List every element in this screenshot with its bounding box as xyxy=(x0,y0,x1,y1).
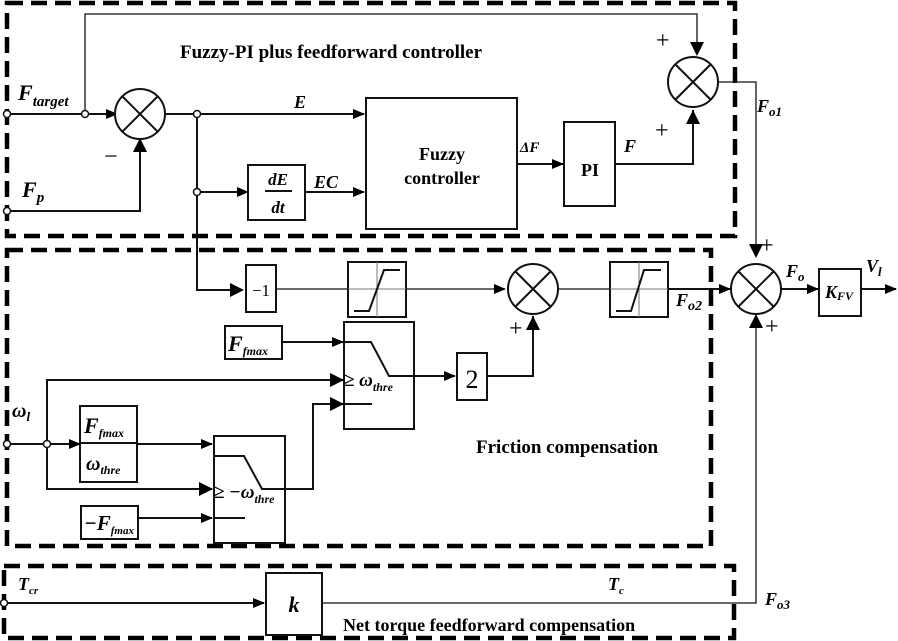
wire xyxy=(285,403,343,490)
sign-plus: + xyxy=(765,314,779,340)
arrowhead xyxy=(133,138,147,152)
summing-junction-fo1 xyxy=(667,56,719,108)
label-e: E xyxy=(293,92,306,112)
kfv-label: KFV xyxy=(824,282,854,303)
label-fo1: Fo1 xyxy=(756,96,782,119)
input-node-t-cr xyxy=(0,598,9,608)
label-omega-l: ωl xyxy=(12,400,30,424)
wire-f xyxy=(615,110,694,165)
arrowhead xyxy=(690,42,704,56)
arrowhead xyxy=(749,314,763,328)
summing-junction-friction xyxy=(507,263,559,315)
switch-2-lever xyxy=(214,455,285,490)
gain-block-2 xyxy=(456,352,488,401)
label-vl: Vl xyxy=(866,256,882,279)
section-title-net-torque: Net torque feedforward compensation xyxy=(343,615,635,635)
label-fo3: Fo3 xyxy=(764,589,791,612)
wire-fo3 xyxy=(322,318,757,604)
sign-plus: + xyxy=(760,233,774,259)
sign-plus: + xyxy=(509,316,523,342)
arrowhead xyxy=(199,482,213,496)
k-label: k xyxy=(289,592,300,617)
arrowhead xyxy=(330,373,344,387)
ffmax-label: Ffmax xyxy=(227,331,268,358)
label-f: F xyxy=(623,136,636,156)
summing-junction-error xyxy=(114,88,166,140)
sign-minus: − xyxy=(104,144,118,170)
wire-feedforward xyxy=(84,13,698,114)
input-node-f-target xyxy=(2,109,12,119)
label-t-cr: Tcr xyxy=(18,574,39,597)
ratio-denominator: ωthre xyxy=(86,453,121,477)
switch-1-condition: ≥ ωthre xyxy=(344,370,394,394)
gain-two-label: 2 xyxy=(466,365,479,394)
fuzzy-controller-block xyxy=(365,97,518,230)
const-block-neg-ffmax xyxy=(80,505,139,540)
input-node-f-p xyxy=(2,206,12,216)
wire-fo1 xyxy=(718,81,757,256)
switch-2-condition: ≥ −ωthre xyxy=(214,482,275,506)
derivative-numerator: dE xyxy=(268,170,288,189)
fuzzy-label-2: controller xyxy=(404,168,480,188)
arrowhead xyxy=(686,110,700,124)
label-f-target: Ftarget xyxy=(17,80,69,110)
negate-label: −1 xyxy=(252,281,270,300)
branch-node xyxy=(192,109,202,119)
ratio-numerator: Ffmax xyxy=(83,413,124,440)
wire-f-p xyxy=(7,138,141,212)
neg-ffmax-label: −Ffmax xyxy=(84,511,134,537)
sign-plus: + xyxy=(656,28,670,54)
section-title-fuzzy-pi: Fuzzy-PI plus feedforward controller xyxy=(180,42,483,63)
switch-1-lever xyxy=(344,341,414,377)
label-fo2: Fo2 xyxy=(675,290,702,314)
arrowhead xyxy=(230,283,244,297)
pi-label: PI xyxy=(581,160,599,180)
wire-e-branch xyxy=(196,114,240,291)
section-box-fuzzy-pi xyxy=(4,0,738,239)
label-fo: Fo xyxy=(785,261,805,284)
branch-node xyxy=(80,109,90,119)
fuzzy-label-1: Fuzzy xyxy=(419,144,465,164)
label-delta-f: ΔF xyxy=(519,140,539,156)
saturation-block-2 xyxy=(609,261,669,318)
label-ec: EC xyxy=(313,172,339,192)
k-gain-block xyxy=(265,572,323,636)
wire-omega-lower xyxy=(46,444,212,490)
branch-node xyxy=(42,439,52,449)
arrowhead xyxy=(330,397,344,411)
section-title-friction: Friction compensation xyxy=(476,437,659,458)
kfv-block xyxy=(818,268,862,317)
const-block-ffmax xyxy=(224,325,283,360)
branch-node xyxy=(192,187,202,197)
arrowhead xyxy=(526,316,540,330)
saturation-block-1 xyxy=(347,261,407,318)
derivative-denominator: dt xyxy=(271,198,286,217)
input-node-omega-l xyxy=(2,439,12,449)
wire xyxy=(487,316,534,377)
wire-omega-upper xyxy=(46,379,343,444)
derivative-block xyxy=(247,164,306,221)
sign-plus: + xyxy=(655,118,669,144)
section-box-friction xyxy=(4,247,714,549)
label-f-p: Fp xyxy=(21,177,45,206)
arrowhead xyxy=(749,244,763,258)
label-t-c: Tc xyxy=(608,574,624,597)
summing-junction-output xyxy=(730,263,782,315)
